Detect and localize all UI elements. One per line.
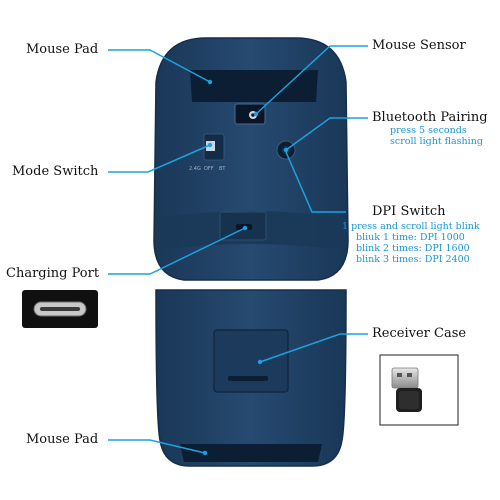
callout-dpi-switch: DPI Switch xyxy=(372,204,446,219)
switch-label-bt: BT xyxy=(219,166,226,172)
callout-charging-port: Charging Port xyxy=(6,266,100,281)
receiver-compartment xyxy=(213,329,289,393)
upper-mouse-pad xyxy=(190,70,318,102)
sensor-window xyxy=(234,103,266,125)
usb-c-port-icon xyxy=(22,290,98,328)
dpi-notes: 1 press and scroll light blink bliuk 1 t… xyxy=(342,221,480,265)
lower-mouse-pad xyxy=(180,444,322,462)
callout-mode-switch: Mode Switch xyxy=(12,164,99,179)
callout-bluetooth-pairing: Bluetooth Pairing xyxy=(372,110,488,125)
bluetooth-note-line: scroll light flashing xyxy=(390,136,483,147)
usb-receiver-icon xyxy=(379,354,459,426)
leader-lines xyxy=(108,45,368,454)
bluetooth-notes: press 5 seconds scroll light flashing xyxy=(390,125,483,147)
dpi-note-line: 1 press and scroll light blink xyxy=(342,221,480,232)
callout-receiver-case: Receiver Case xyxy=(372,326,467,341)
dpi-note-line: bliuk 1 time: DPI 1000 xyxy=(356,232,465,243)
dpi-note-line: blink 3 times: DPI 2400 xyxy=(356,254,470,265)
switch-label-off: OFF xyxy=(204,166,214,172)
callout-mouse-sensor: Mouse Sensor xyxy=(372,38,466,53)
dpi-note-line: blink 2 times: DPI 1600 xyxy=(356,243,470,254)
bluetooth-note-line: press 5 seconds xyxy=(390,125,467,136)
switch-label-24g: 2.4G xyxy=(189,166,201,172)
leader-dots xyxy=(202,79,289,456)
callout-mouse-pad-top: Mouse Pad xyxy=(26,42,99,57)
callout-mouse-pad-bottom: Mouse Pad xyxy=(26,432,99,447)
